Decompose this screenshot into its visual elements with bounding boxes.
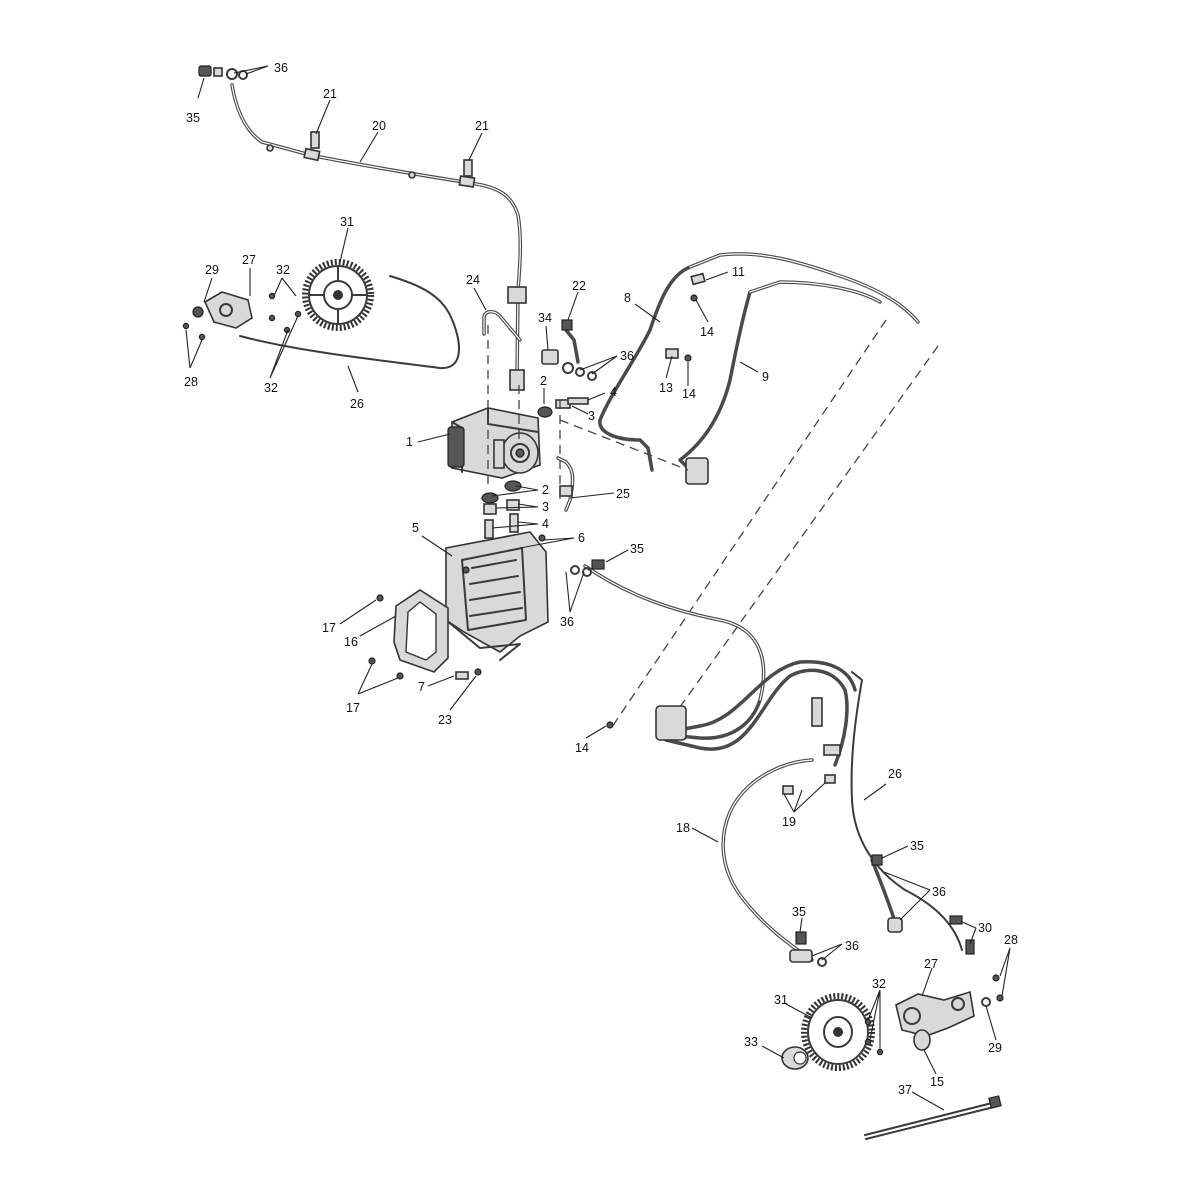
callout-37: 37 (898, 1083, 912, 1097)
callout-21: 21 (323, 87, 337, 101)
leader-lines (185, 65, 1011, 1111)
callout-14: 14 (700, 325, 714, 339)
callout-27: 27 (242, 253, 256, 267)
callout-5: 5 (412, 521, 419, 535)
grommets-2-3-4-upper (537, 397, 589, 418)
sensor-cable-26-upper (239, 275, 460, 370)
callout-27: 27 (924, 957, 938, 971)
clips-19 (782, 774, 836, 795)
callout-18: 18 (676, 821, 690, 835)
callout-26: 26 (888, 767, 902, 781)
brake-line-9 (678, 280, 882, 485)
callout-14: 14 (682, 387, 696, 401)
callout-36: 36 (274, 61, 288, 75)
spacer-33 (781, 1046, 809, 1070)
callout-6: 6 (578, 531, 585, 545)
callout-3: 3 (542, 500, 549, 514)
callout-3: 3 (588, 409, 595, 423)
bolts-28-29-32-lower (864, 974, 1004, 1056)
gasket-16 (393, 589, 449, 673)
callout-36: 36 (620, 349, 634, 363)
callout-24: 24 (466, 273, 480, 287)
callout-11: 11 (732, 265, 745, 279)
callout-34: 34 (538, 311, 552, 325)
callout-labels: 36 35 21 20 21 31 29 27 32 28 32 26 24 2… (184, 61, 1018, 1097)
callout-23: 23 (438, 713, 452, 727)
brackets-11-13-14 (665, 272, 706, 362)
rear-brake-line-main (583, 564, 857, 767)
clip-21-left (310, 131, 320, 149)
mounting-bracket-5 (445, 531, 549, 661)
callout-36: 36 (932, 885, 946, 899)
callout-28: 28 (1004, 933, 1018, 947)
callout-4: 4 (610, 385, 617, 399)
cable-tie-37 (864, 1095, 1002, 1140)
callout-33: 33 (744, 1035, 758, 1049)
brake-line-8 (598, 252, 920, 472)
callout-32: 32 (872, 977, 886, 991)
callout-2: 2 (542, 483, 549, 497)
callout-17: 17 (322, 621, 336, 635)
callout-35: 35 (630, 542, 644, 556)
brake-hose-18 (721, 744, 841, 963)
abs-ring-31-lower (801, 993, 875, 1071)
callout-25: 25 (616, 487, 630, 501)
clip-21-right (463, 159, 473, 177)
banjo-bolt-35-top (198, 65, 248, 80)
callout-26: 26 (350, 397, 364, 411)
callout-1: 1 (406, 435, 413, 449)
callout-35: 35 (186, 111, 200, 125)
callout-31: 31 (774, 993, 788, 1007)
callout-7: 7 (418, 680, 425, 694)
callout-32: 32 (276, 263, 290, 277)
callout-19: 19 (782, 815, 796, 829)
abs-ring-31-upper (302, 259, 374, 331)
callout-29: 29 (205, 263, 219, 277)
caliper-27-lower (895, 990, 975, 1051)
callout-29: 29 (988, 1041, 1002, 1055)
callout-9: 9 (762, 370, 769, 384)
sensor-cable-26-lower (850, 671, 963, 951)
alignment-dashes (487, 319, 939, 736)
callout-15: 15 (930, 1075, 944, 1089)
callout-2: 2 (540, 374, 547, 388)
callout-35: 35 (910, 839, 924, 853)
brake-pipe-24 (482, 310, 522, 342)
callout-31: 31 (340, 215, 354, 229)
callout-21: 21 (475, 119, 489, 133)
abs-modulator-1 (447, 407, 541, 479)
pressure-switch-22-34 (541, 319, 597, 381)
callout-17: 17 (346, 701, 360, 715)
callout-22: 22 (572, 279, 586, 293)
callout-20: 20 (372, 119, 386, 133)
callout-32: 32 (264, 381, 278, 395)
callout-36: 36 (560, 615, 574, 629)
bolts-6-7-17-23 (368, 534, 546, 680)
callout-28: 28 (184, 375, 198, 389)
callout-35: 35 (792, 905, 806, 919)
caliper-bracket-27-upper (192, 291, 253, 329)
front-brake-line (230, 83, 527, 391)
grommets-2-3-4-lower (481, 480, 522, 539)
bolts-30-35-36-lower (795, 854, 975, 967)
callout-8: 8 (624, 291, 631, 305)
callout-13: 13 (659, 381, 673, 395)
callout-14: 14 (575, 741, 589, 755)
callout-36: 36 (845, 939, 859, 953)
banjo-bolt-35-mid (570, 559, 605, 577)
callout-30: 30 (978, 921, 992, 935)
callout-4: 4 (542, 517, 549, 531)
callout-16: 16 (344, 635, 358, 649)
